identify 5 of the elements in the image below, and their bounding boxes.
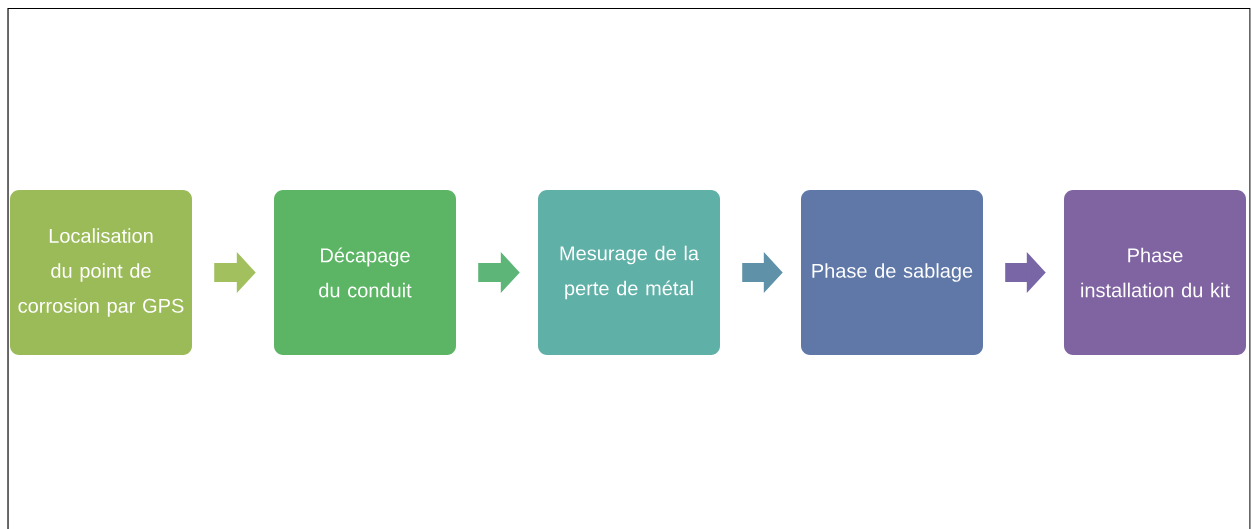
process-box: Phase de sablage bbox=[801, 190, 983, 355]
process-box: Phase installation du kit bbox=[1064, 190, 1246, 355]
process-box: Décapage du conduit bbox=[274, 190, 456, 355]
process-box: Localisation du point de corrosion par GPS bbox=[10, 190, 192, 355]
process-box: Mesurage de la perte de métal bbox=[538, 190, 720, 355]
